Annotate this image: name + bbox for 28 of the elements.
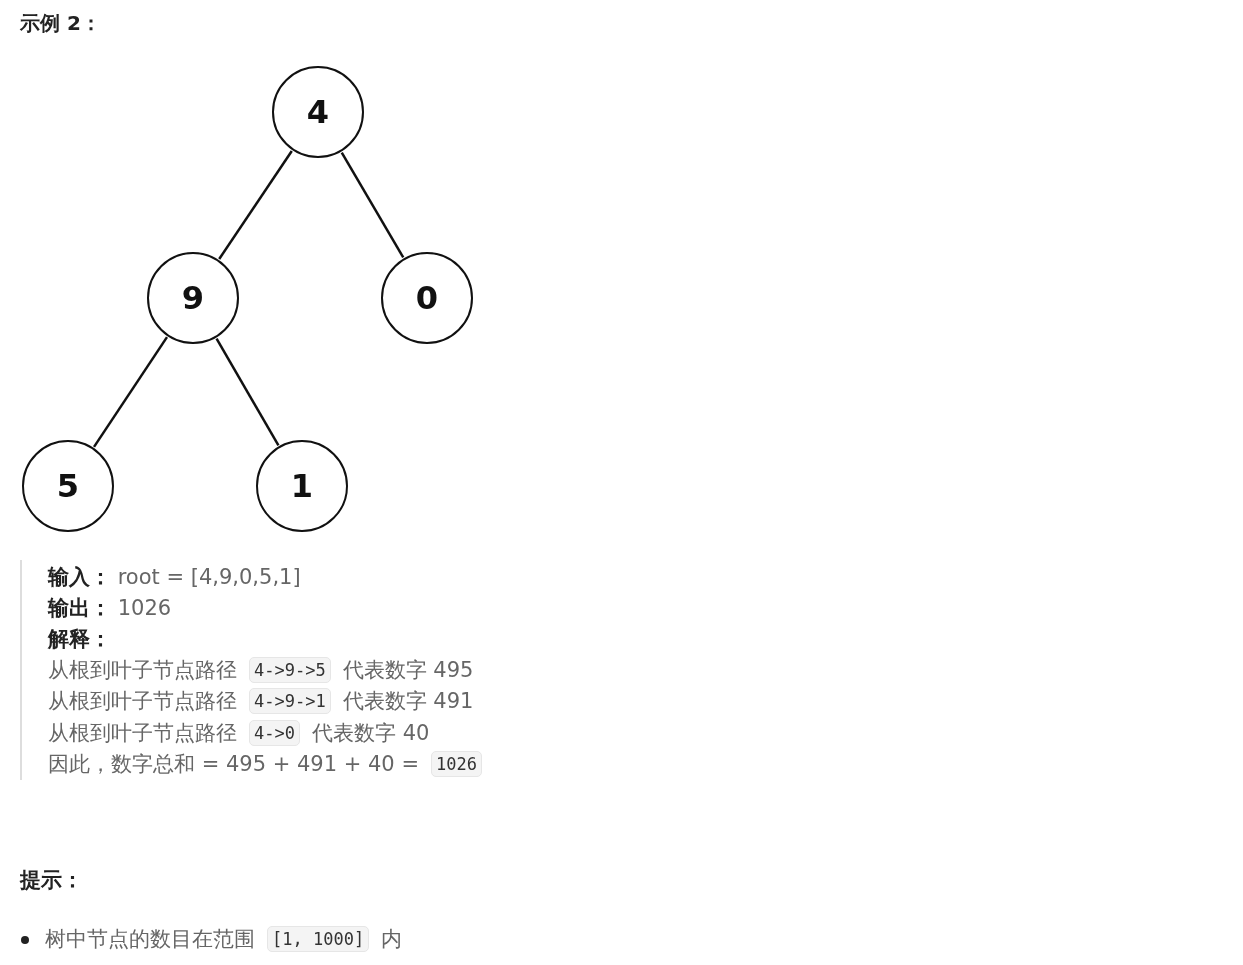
code-snippet: 1026 [431,751,482,777]
text-line: 代表数字 491 [342,688,474,715]
heading: 示例 2： [20,10,101,37]
text-line: 内 [381,926,403,953]
tree-node-circle: 0 [381,252,473,344]
text-line: 代表数字 40 [311,720,430,747]
tree-edge [340,151,405,259]
text-line: 代表数字 495 [342,657,474,684]
text-line: 从根到叶子节点路径 [48,657,237,684]
text-line: 树中节点的数目在范围 [45,926,255,953]
code-snippet: 4->0 [249,720,300,746]
text-line: 从根到叶子节点路径 [48,720,237,747]
text-line: 因此，数字总和 = 495 + 491 + 40 = [48,751,419,778]
text-line: 从根到叶子节点路径 [48,688,237,715]
tree-edge [92,336,169,448]
tree-edge [218,150,293,260]
tree-node-circle: 5 [22,440,114,532]
tree-edge [215,338,280,446]
tree-node-circle: 4 [272,66,364,158]
code-snippet: 4->9->5 [249,657,331,683]
tree-node-circle: 9 [147,252,239,344]
section-heading: 提示： [20,867,83,894]
text-line: 输出： 1026 [48,595,172,622]
code-snippet: [1, 1000] [267,926,370,952]
text-line: 输入： root = [4,9,0,5,1] [48,564,301,591]
code-snippet: 4->9->1 [249,688,331,714]
tree-node-circle: 1 [256,440,348,532]
section-heading: 解释： [48,626,111,653]
